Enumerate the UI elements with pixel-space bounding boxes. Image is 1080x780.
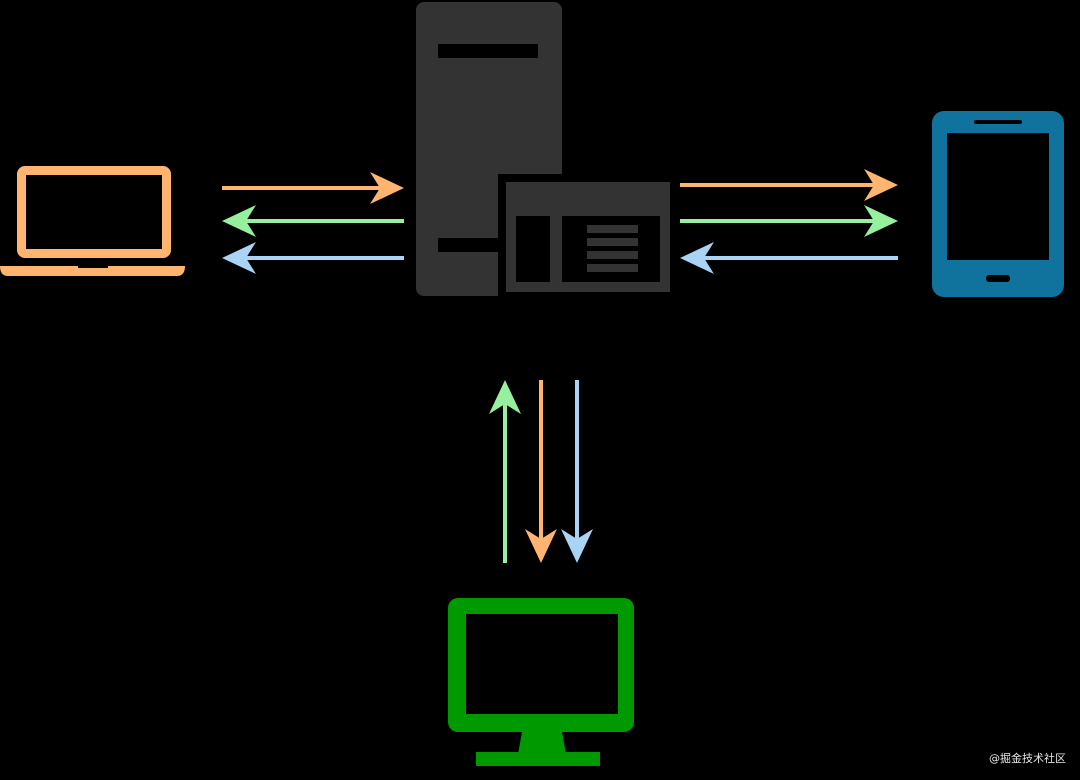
arrow-head [525, 529, 557, 563]
arrow-server-to-laptop [222, 205, 404, 237]
arrow-server-to-laptop [222, 242, 404, 274]
connection-arrows [222, 169, 898, 563]
tablet-phone-icon [932, 111, 1064, 297]
server-with-window-icon [416, 2, 678, 298]
arrow-head [222, 205, 256, 237]
arrow-head [680, 242, 714, 274]
arrow-server-to-desktop [525, 380, 557, 563]
arrow-server-to-phone [680, 205, 898, 237]
arrow-server-to-desktop [561, 380, 593, 563]
arrow-server-to-phone [680, 169, 898, 201]
desktop-monitor-icon [448, 598, 634, 766]
arrow-head [561, 529, 593, 563]
arrow-head [864, 205, 898, 237]
watermark-text: @掘金技术社区 [989, 752, 1066, 765]
arrow-head [370, 172, 404, 204]
laptop-icon [0, 166, 185, 276]
arrow-head [489, 380, 521, 414]
arrow-desktop-to-server [489, 380, 521, 563]
arrow-head [864, 169, 898, 201]
arrow-head [222, 242, 256, 274]
arrow-laptop-to-server [222, 172, 404, 204]
arrow-phone-to-server [680, 242, 898, 274]
